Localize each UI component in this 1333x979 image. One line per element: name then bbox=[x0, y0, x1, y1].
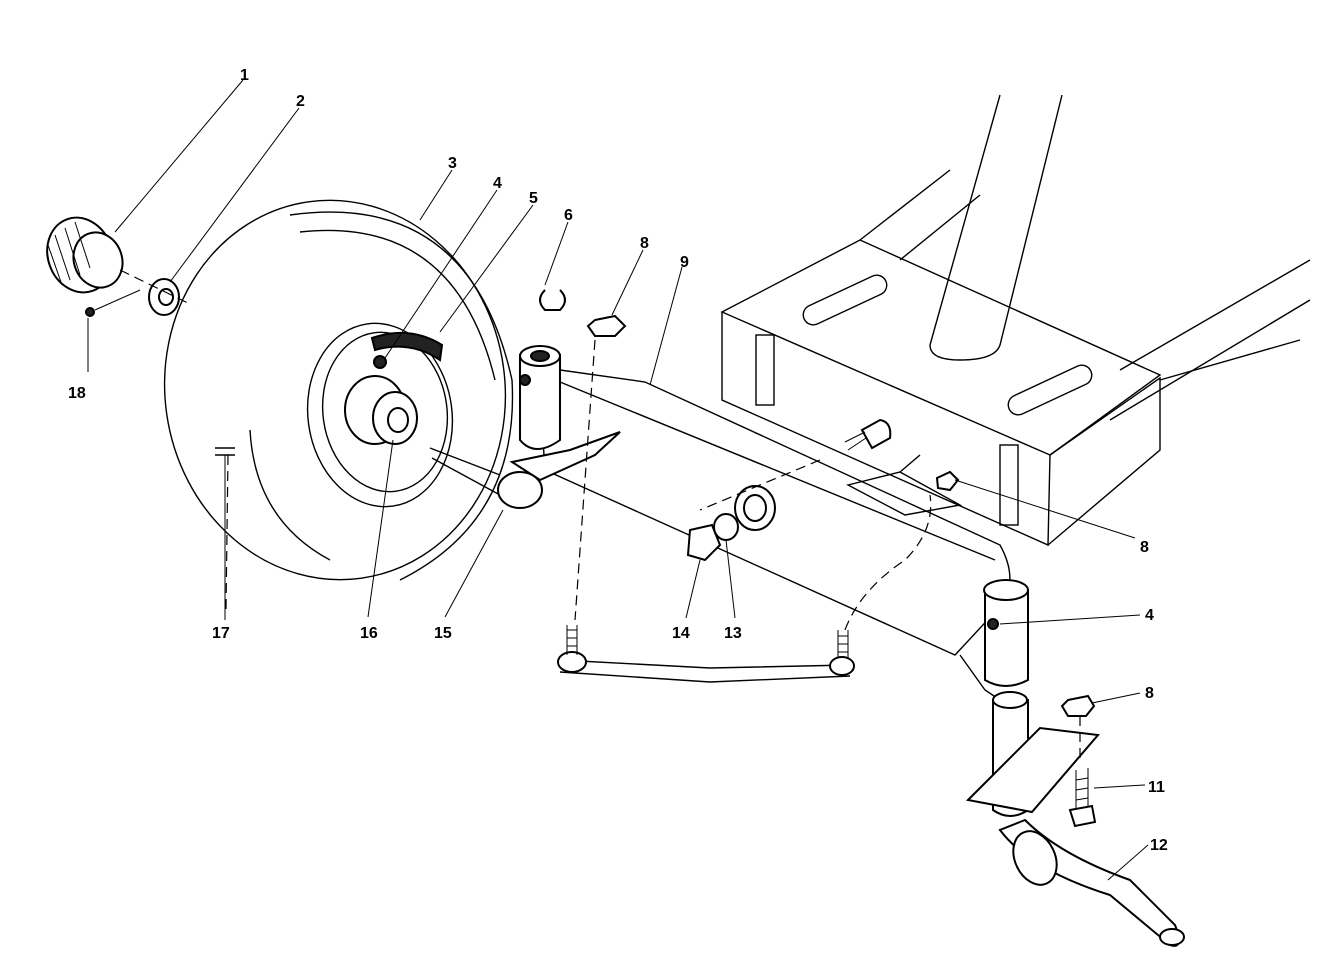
callout-2: 2 bbox=[296, 93, 305, 110]
callout-8-frame: 8 bbox=[1140, 539, 1149, 556]
callout-18: 18 bbox=[68, 385, 86, 402]
hardware bbox=[539, 289, 1097, 828]
callout-5: 5 bbox=[529, 190, 538, 207]
wheel-tire bbox=[163, 199, 514, 611]
callout-3: 3 bbox=[448, 155, 457, 172]
callout-15: 15 bbox=[434, 625, 452, 642]
hub-cap-assembly bbox=[46, 216, 193, 317]
tie-rod bbox=[557, 339, 932, 683]
callout-13: 13 bbox=[724, 625, 742, 642]
callout-14: 14 bbox=[672, 625, 690, 642]
callout-8-top: 8 bbox=[640, 235, 649, 252]
callout-1: 1 bbox=[240, 67, 249, 84]
callout-9: 9 bbox=[680, 254, 689, 271]
callout-labels: 1 2 3 4 5 6 8 9 18 8 17 16 15 14 13 4 8 … bbox=[68, 67, 1168, 854]
leader-lines bbox=[87, 79, 1149, 881]
front-axle bbox=[429, 345, 1185, 947]
callout-4-right: 4 bbox=[1145, 607, 1154, 624]
callout-8-bottom: 8 bbox=[1145, 685, 1154, 702]
callout-16: 16 bbox=[360, 625, 378, 642]
callout-6: 6 bbox=[564, 207, 573, 224]
tractor-frame bbox=[720, 94, 1311, 547]
callout-4: 4 bbox=[493, 175, 502, 192]
callout-12: 12 bbox=[1150, 837, 1168, 854]
callout-17: 17 bbox=[212, 625, 230, 642]
callout-11: 11 bbox=[1148, 779, 1165, 796]
